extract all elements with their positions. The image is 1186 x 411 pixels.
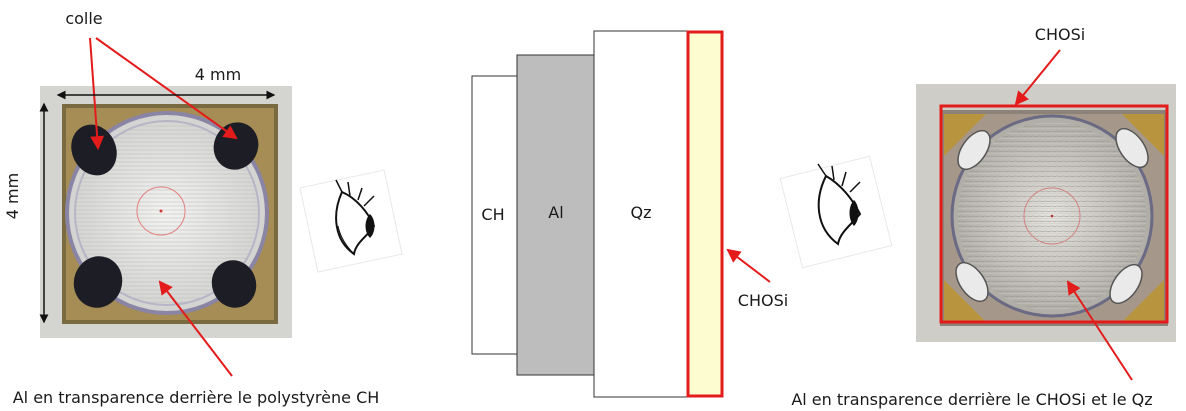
label-al: Al xyxy=(548,203,563,222)
chosi-top-arrow xyxy=(1014,49,1061,106)
chosi-outline xyxy=(939,104,1169,324)
layer-qz xyxy=(593,30,689,398)
al-arrow-left xyxy=(158,280,233,377)
right-target-photo xyxy=(916,84,1176,342)
left-caption: Al en transparence derrière le polystyrè… xyxy=(13,388,380,407)
eye-icon xyxy=(299,169,403,273)
height-label: 4 mm xyxy=(3,173,22,219)
target-center-circle xyxy=(1023,187,1081,245)
glue-arrow xyxy=(95,37,238,140)
layer-chosi xyxy=(686,30,724,398)
glue-label: colle xyxy=(65,9,102,28)
width-label: 4 mm xyxy=(195,65,241,84)
al-arrow-right xyxy=(1066,280,1133,381)
label-chosi: CHOSi xyxy=(738,291,788,310)
label-qz: Qz xyxy=(631,203,652,222)
left-target-photo xyxy=(40,86,292,338)
right-caption: Al en transparence derrière le CHOSi et … xyxy=(791,390,1152,409)
layer-ch xyxy=(471,75,519,355)
target-center-circle xyxy=(136,186,186,236)
eye-icon xyxy=(779,155,893,269)
chosi-layer-arrow xyxy=(726,248,771,283)
right-chosi-label: CHOSi xyxy=(1035,25,1085,44)
label-ch: CH xyxy=(481,205,504,224)
layer-stack xyxy=(471,30,724,398)
glue-spots-right xyxy=(955,127,1149,305)
